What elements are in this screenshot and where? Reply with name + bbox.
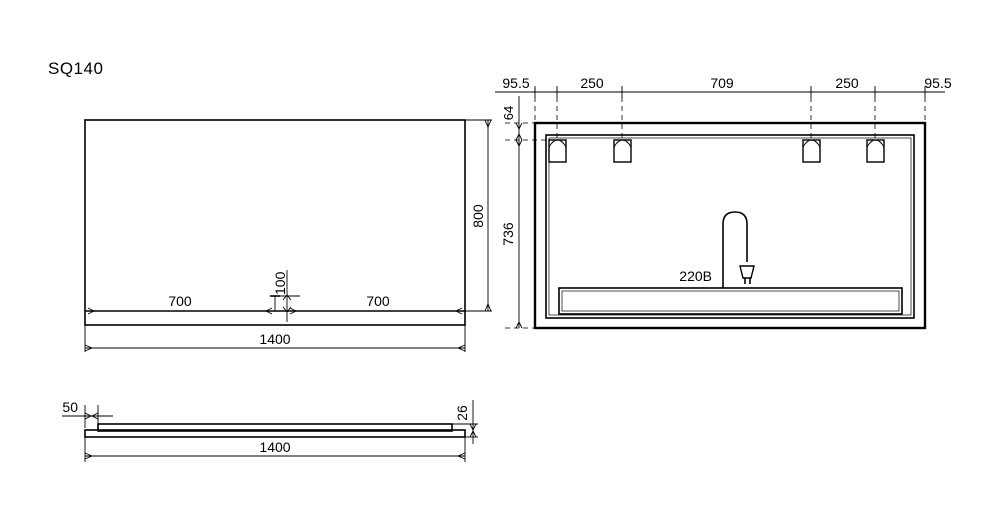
- mounting-bracket: [866, 139, 885, 163]
- dimension-inner-height: 736: [500, 139, 535, 329]
- back-outer-frame: [533, 121, 927, 330]
- dimension-extension-lines: [534, 88, 926, 140]
- dimension-front-height-label: 800: [470, 204, 486, 228]
- dimension-inner-height-label: 736: [500, 222, 516, 246]
- dimension-side-thickness: 26: [452, 400, 478, 444]
- dimension-side-length-label: 1400: [259, 439, 290, 455]
- power-cord: [722, 211, 748, 288]
- dimension-front-width-label: 1400: [259, 331, 290, 347]
- back-inner-panel: [545, 134, 915, 319]
- dimension-side-thickness-label: 26: [454, 405, 470, 421]
- side-front-plate: [97, 423, 453, 432]
- dimension-sensor-offset-label: 100: [272, 271, 288, 295]
- back-inner-panel-offset: [548, 137, 912, 316]
- dimension-bracket-gap-left-label: 250: [580, 75, 604, 91]
- dimension-front-width: 1400: [84, 325, 466, 352]
- power-label: 220B: [679, 268, 712, 284]
- dimension-half-left: 700: [87, 293, 273, 315]
- light-strip-housing: [558, 287, 903, 315]
- dimension-half-right-label: 700: [366, 293, 390, 309]
- side-base-plate: [84, 429, 466, 438]
- dimension-edge-right-label: 95.5: [924, 75, 951, 91]
- dimension-side-length: 1400: [84, 437, 466, 462]
- back-view: 220B 95.5 250 709: [495, 75, 952, 330]
- dimension-side-inset-label: 50: [62, 399, 78, 415]
- page-title: SQ140: [48, 59, 103, 78]
- dimension-side-inset: 50: [62, 399, 113, 428]
- dimension-edge-left-label: 95.5: [502, 75, 529, 91]
- dimension-front-height: 800: [465, 119, 492, 312]
- dimension-top-offset-label: 64: [501, 106, 516, 120]
- mounting-bracket: [613, 139, 632, 163]
- side-view: 50 26 1400: [62, 399, 478, 462]
- dimension-half-right: 700: [289, 293, 463, 315]
- dimension-half-left-label: 700: [168, 293, 192, 309]
- dimension-sensor-offset: 100: [272, 270, 300, 322]
- mounting-bracket: [802, 139, 821, 163]
- mounting-bracket: [548, 139, 567, 163]
- power-plug-icon: [739, 265, 755, 284]
- dimension-top-offset: 64: [501, 96, 552, 145]
- dimension-bracket-gap-right-label: 250: [835, 75, 859, 91]
- dimension-top-chain: 95.5 250 709 250 95.5: [495, 75, 952, 98]
- front-view: 100 700 700: [84, 119, 492, 352]
- dimension-center-span-label: 709: [710, 75, 734, 91]
- front-panel-outline: [84, 119, 466, 326]
